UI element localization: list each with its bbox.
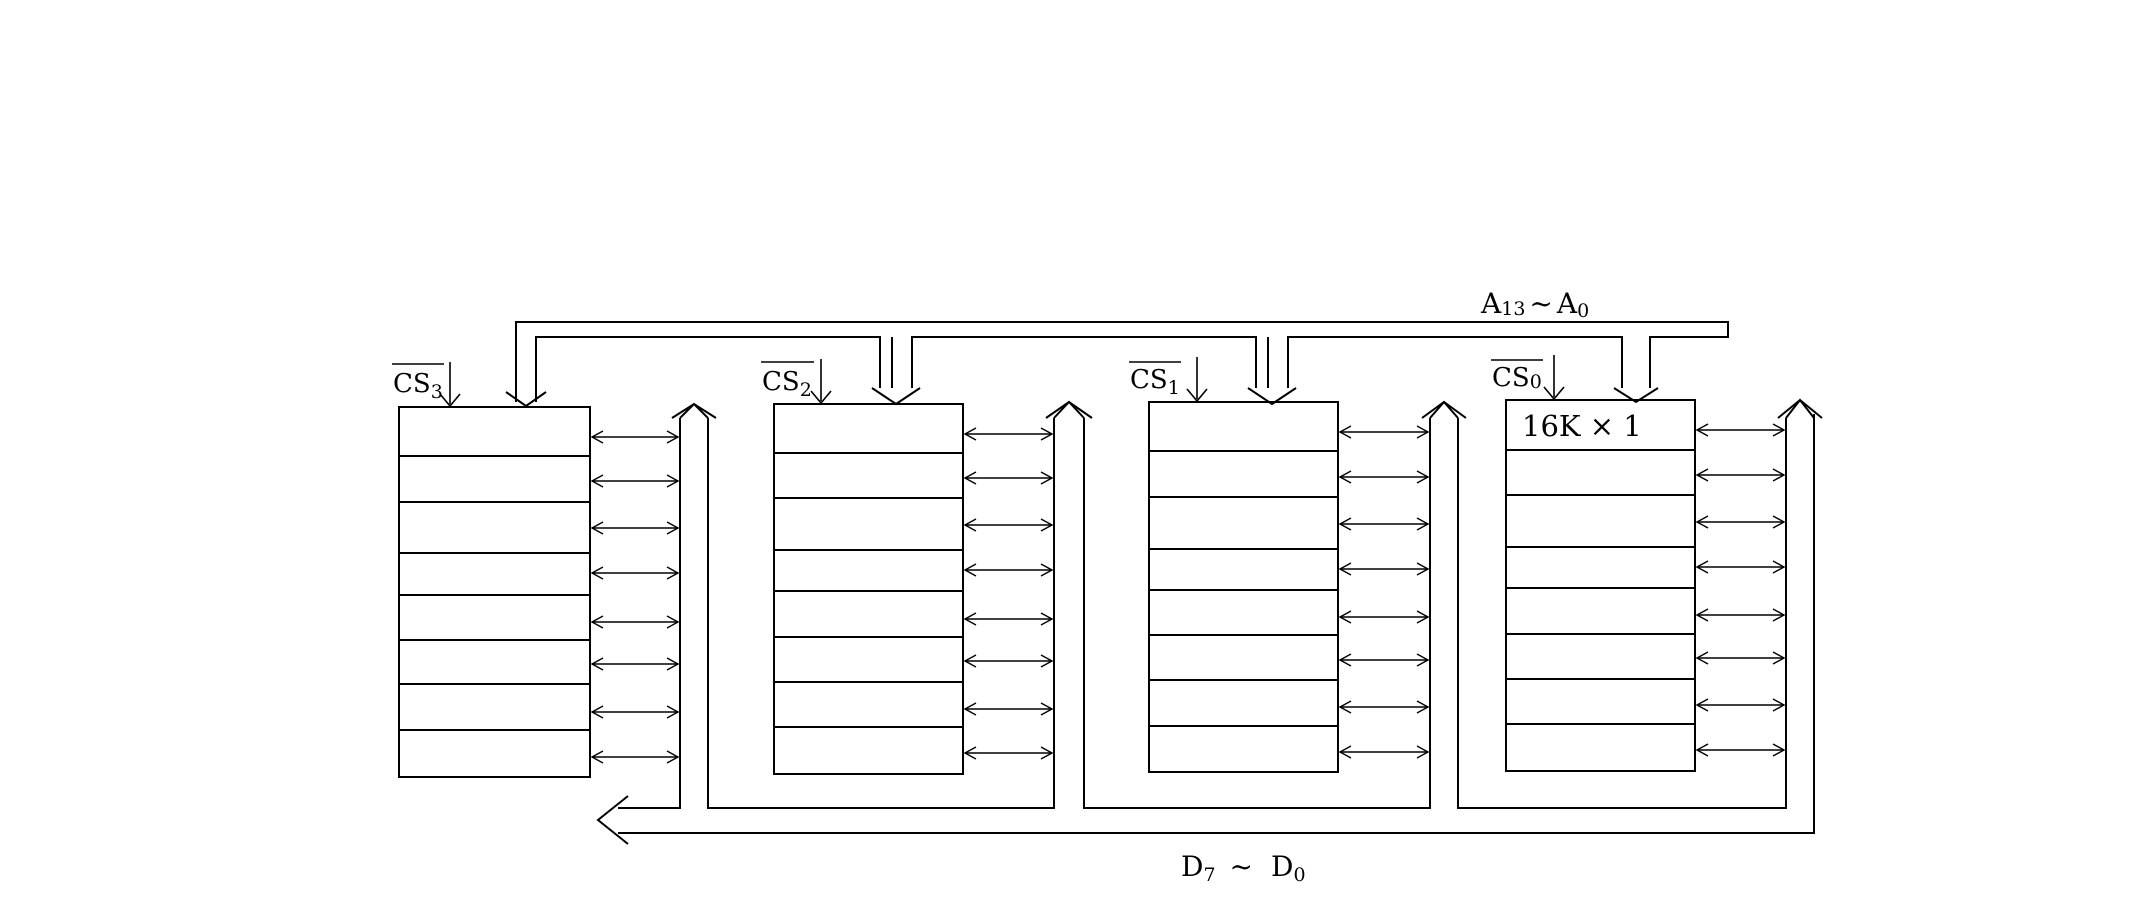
data-lines-chip-2 bbox=[963, 427, 1054, 760]
chip-1 bbox=[1148, 401, 1339, 773]
chip-0 bbox=[1505, 399, 1696, 772]
chip-select-arrows bbox=[439, 355, 1565, 408]
cs3-label: CS3 bbox=[393, 369, 443, 403]
chip-2 bbox=[773, 403, 964, 775]
data-lines-chip-3 bbox=[590, 430, 680, 764]
data-lines-chip-1 bbox=[1338, 425, 1430, 759]
data-bus bbox=[596, 398, 1823, 845]
chip-size-label: 16K × 1 bbox=[1522, 409, 1642, 443]
data-bus-label: D7~D0 bbox=[1181, 850, 1306, 886]
data-lines-chip-0 bbox=[1695, 423, 1786, 757]
chip-select-overbars bbox=[392, 359, 1543, 365]
cs2-label: CS2 bbox=[762, 367, 812, 401]
address-bus bbox=[505, 321, 1729, 408]
chip-3 bbox=[398, 406, 591, 778]
address-bus-label: A13~A0 bbox=[1480, 287, 1589, 322]
cs1-label: CS1 bbox=[1130, 365, 1180, 399]
cs0-label: CS0 bbox=[1492, 363, 1542, 393]
